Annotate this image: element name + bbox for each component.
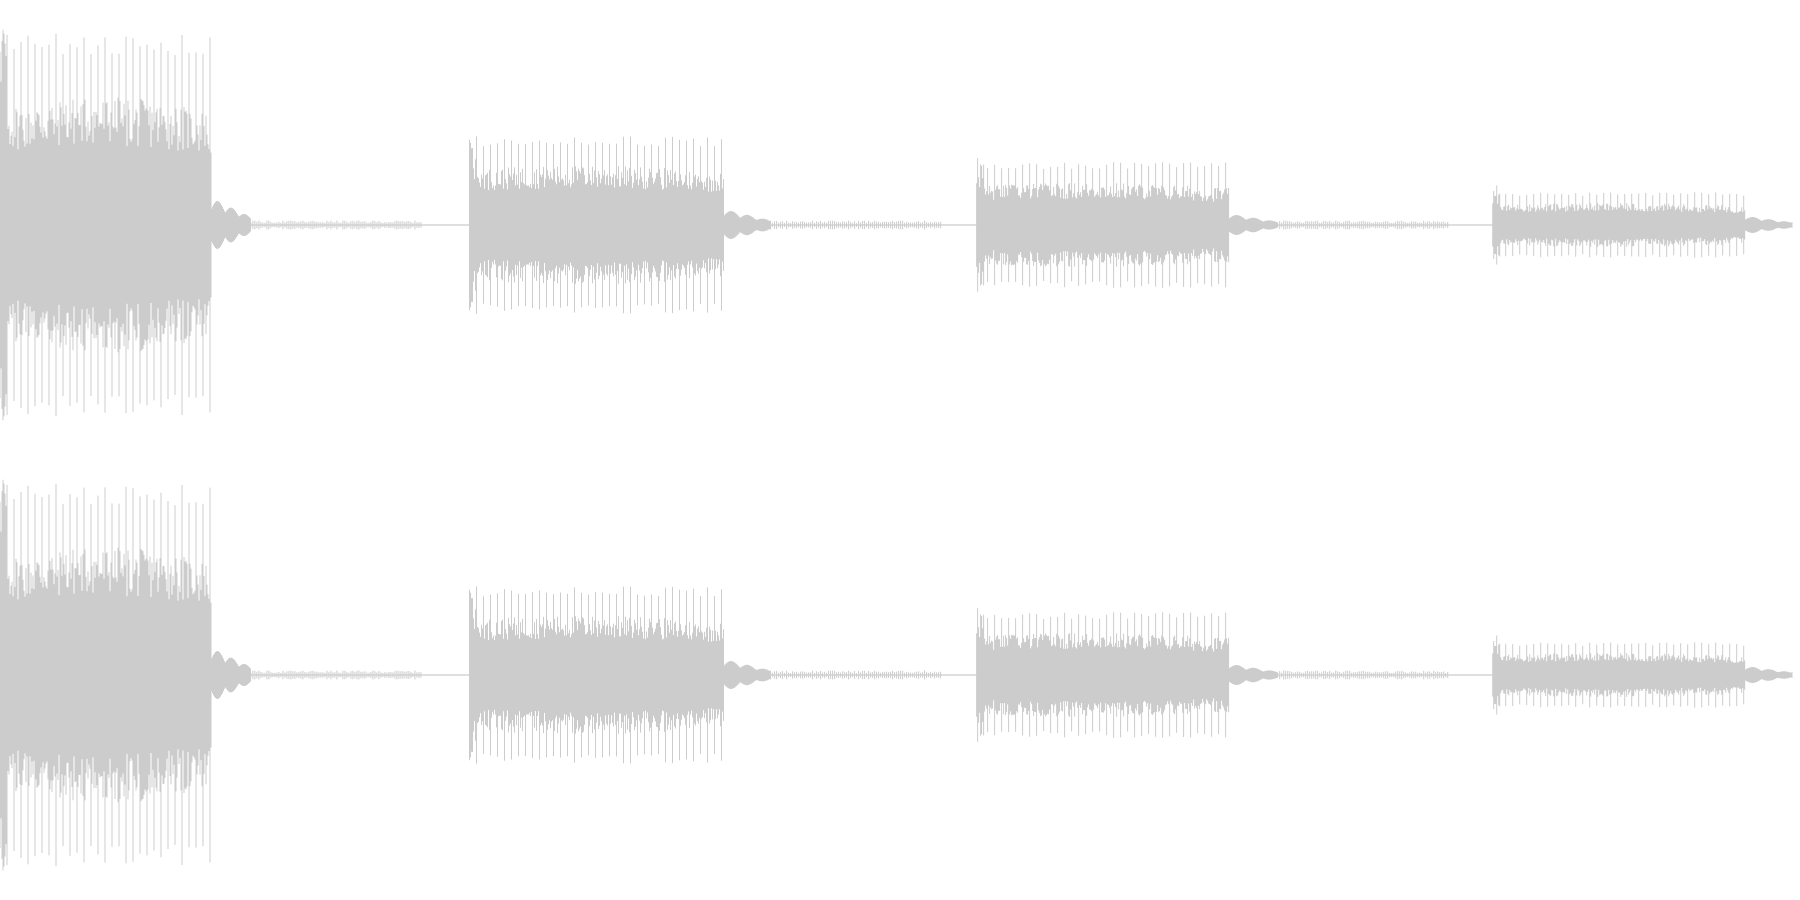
waveform-trace xyxy=(0,479,1793,871)
channel-top-waveform xyxy=(0,29,1793,421)
waveform-trace xyxy=(0,29,1793,421)
channel-bottom-waveform xyxy=(0,479,1793,871)
